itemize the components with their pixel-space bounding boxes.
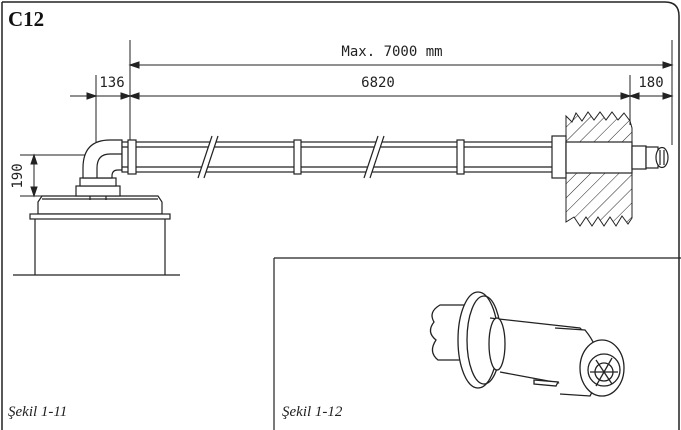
flue-pipe <box>121 139 563 175</box>
caption-figure-2: Şekil 1-12 <box>282 404 343 420</box>
left-offset-label: 136 <box>99 75 124 91</box>
right-offset-label: 180 <box>638 75 663 91</box>
pipe-break-marks <box>197 135 385 179</box>
diagram-title: C12 <box>8 7 44 31</box>
boiler-unit <box>13 195 180 276</box>
wall-terminal <box>551 135 669 179</box>
inset-frame <box>273 257 681 430</box>
max-length-label: Max. 7000 mm <box>341 44 442 60</box>
height-label: 190 <box>10 163 26 188</box>
dimension-height <box>20 153 90 198</box>
elbow-90 <box>82 139 123 179</box>
caption-figure-1: Şekil 1-11 <box>8 404 67 420</box>
pipe-length-label: 6820 <box>361 75 395 91</box>
wall-section <box>565 111 633 227</box>
dimension-segments <box>70 75 674 150</box>
dimension-max-length <box>128 40 674 145</box>
terminal-perspective-drawing <box>429 291 625 397</box>
